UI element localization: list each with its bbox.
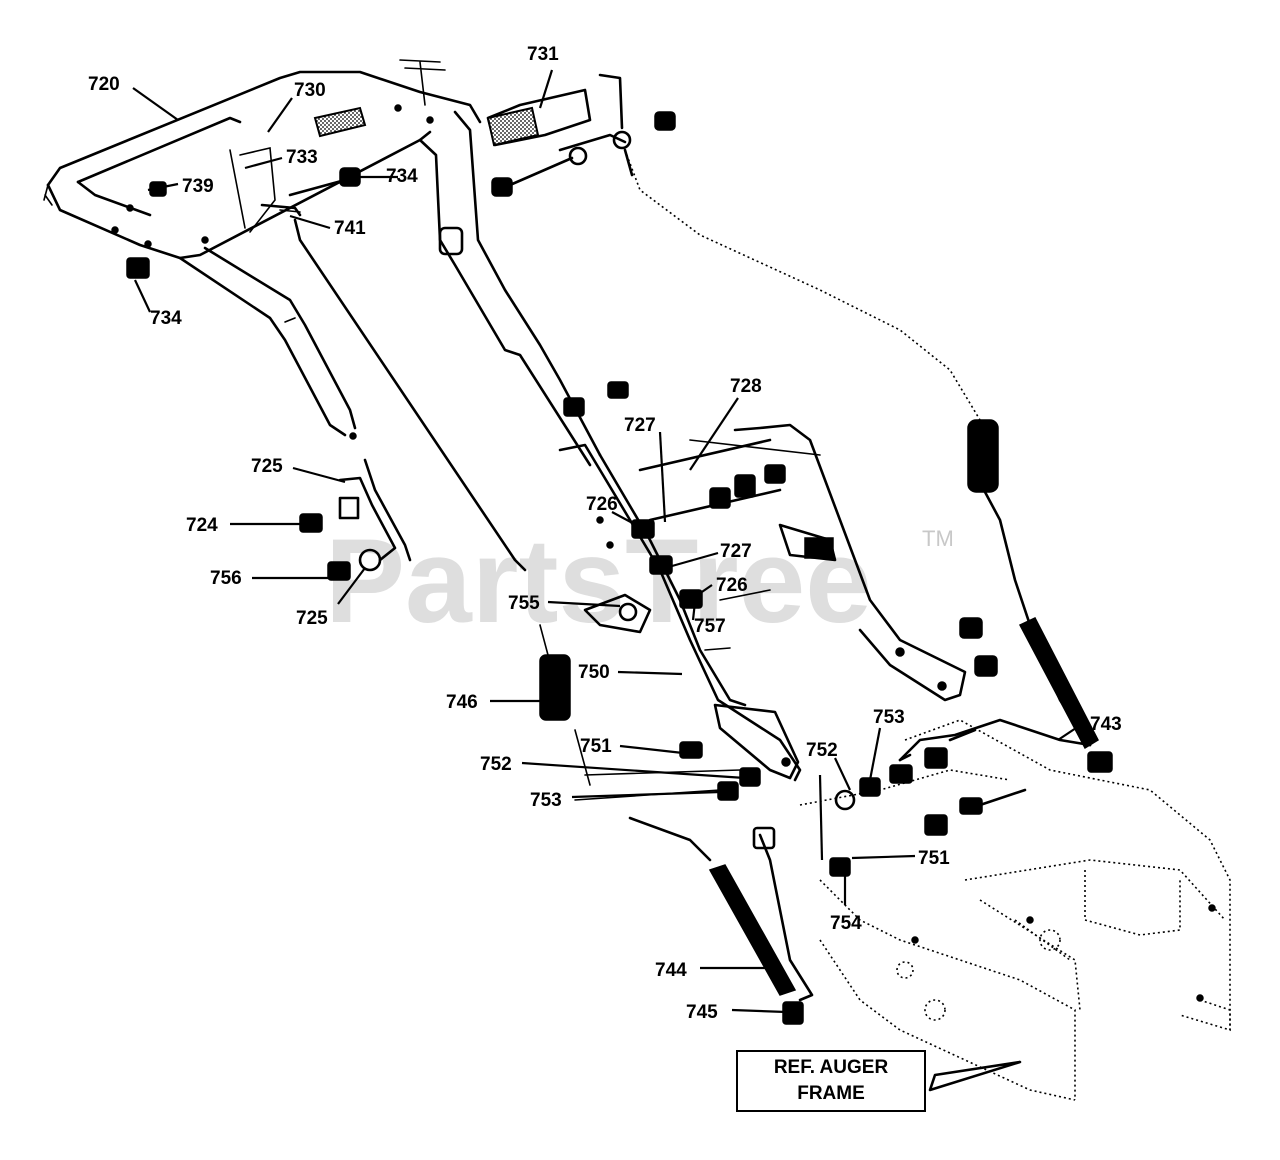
callout-726-lower: 726 xyxy=(716,575,748,596)
lower-handle xyxy=(558,381,802,782)
callout-751-right: 751 xyxy=(918,848,950,869)
control-bracket xyxy=(638,423,998,702)
callout-739: 739 xyxy=(182,176,214,197)
callout-751-left: 751 xyxy=(580,736,612,757)
callout-724: 724 xyxy=(186,515,218,536)
callout-741: 741 xyxy=(334,218,366,239)
leader-lines xyxy=(132,69,1086,1014)
spring-746 xyxy=(539,624,591,786)
callout-727-upper: 727 xyxy=(624,415,656,436)
upper-handle xyxy=(43,59,602,467)
callout-734-lower: 734 xyxy=(150,308,182,329)
callout-752-right: 752 xyxy=(806,740,838,761)
callout-731: 731 xyxy=(527,44,559,65)
callout-753-right: 753 xyxy=(873,707,905,728)
callout-725-lower: 725 xyxy=(296,608,328,629)
callout-730: 730 xyxy=(294,80,326,101)
reference-line-2: FRAME xyxy=(797,1083,865,1104)
callout-756: 756 xyxy=(210,568,242,589)
callout-734-upper: 734 xyxy=(386,166,418,187)
callout-753-left: 753 xyxy=(530,790,562,811)
callout-750: 750 xyxy=(578,662,610,683)
right-control-lever xyxy=(486,73,676,197)
callout-733: 733 xyxy=(286,147,318,168)
callout-727-lower: 727 xyxy=(720,541,752,562)
callout-743: 743 xyxy=(1090,714,1122,735)
callout-757: 757 xyxy=(694,616,726,637)
reference-auger-frame-box: REF. AUGER FRAME xyxy=(736,1050,926,1112)
shift-rod-fastener xyxy=(149,167,361,197)
auger-frame xyxy=(574,718,1231,1101)
watermark-trademark: TM xyxy=(922,526,954,551)
callout-744: 744 xyxy=(655,960,687,981)
callout-752-left: 752 xyxy=(480,754,512,775)
callout-755: 755 xyxy=(508,593,540,614)
watermark-text: PartsTree xyxy=(325,514,872,648)
callout-labels: 720 730 731 733 734 739 741 734 728 727 … xyxy=(88,44,1122,1023)
callout-746: 746 xyxy=(446,692,478,713)
left-spring-assembly xyxy=(299,458,412,581)
lower-cable-744 xyxy=(628,816,814,1025)
callout-720: 720 xyxy=(88,74,120,95)
reference-line-1: REF. AUGER xyxy=(773,1057,889,1078)
callout-726-upper: 726 xyxy=(586,494,618,515)
callout-745: 745 xyxy=(686,1002,718,1023)
callout-754: 754 xyxy=(830,913,862,934)
callout-725-upper: 725 xyxy=(251,456,283,477)
callout-728: 728 xyxy=(730,376,762,397)
